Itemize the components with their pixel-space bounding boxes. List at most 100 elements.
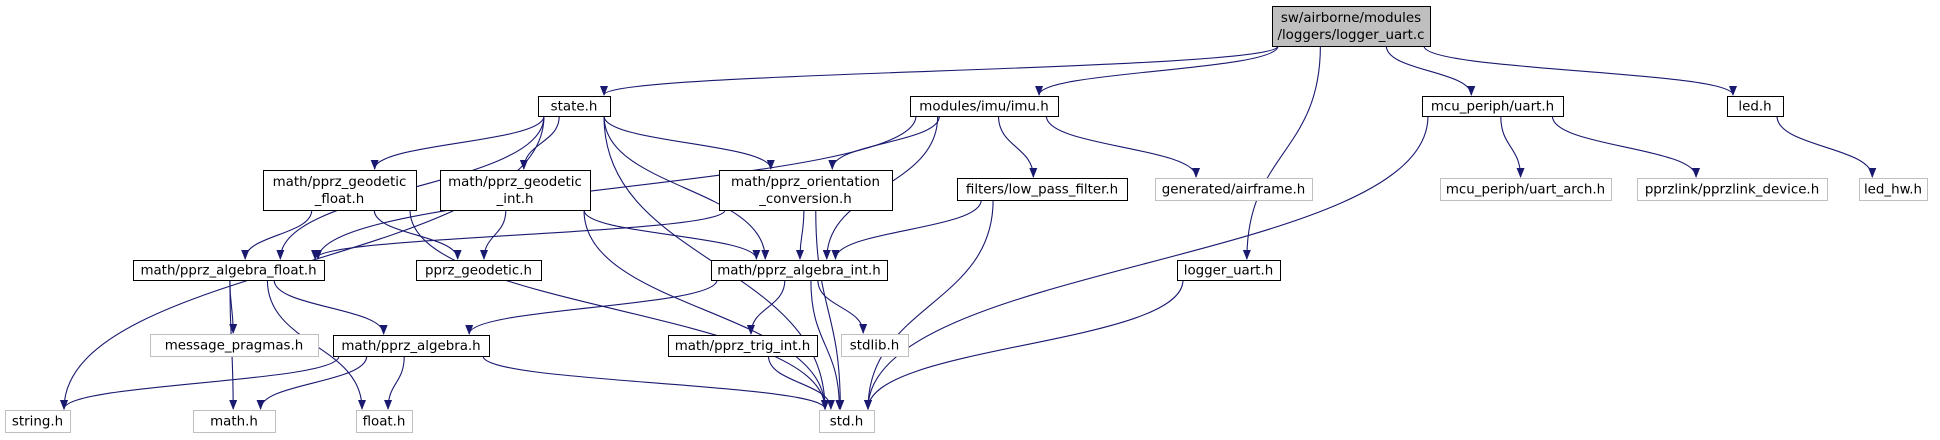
node-label: pprzlink/pprzlink_device.h (1645, 183, 1819, 198)
edge-geodetic-int-to-std (583, 209, 829, 410)
node-box (1727, 96, 1784, 117)
edge-algebra-int-to-stdlib (817, 279, 868, 334)
edge-algebra-int-to-trig-int (746, 279, 786, 335)
node-label: mcu_periph/uart.h (1431, 100, 1554, 115)
node-lowpass[interactable]: filters/low_pass_filter.h (957, 178, 1128, 201)
edge-algebra-to-std (482, 355, 829, 410)
node-orientation[interactable]: math/pprz_orientation _conversion.h (719, 170, 893, 211)
edge-state-to-algebra-int (603, 115, 770, 260)
node-label: led_hw.h (1864, 183, 1922, 198)
node-label: math/pprz_trig_int.h (675, 339, 811, 354)
node-label: _conversion.h (758, 192, 852, 207)
node-algebra-float[interactable]: math/pprz_algebra_float.h (133, 260, 325, 281)
node-geodetic[interactable]: pprz_geodetic.h (416, 260, 542, 281)
node-label: float.h (363, 415, 406, 430)
node-std: std.h (819, 410, 875, 433)
node-geodetic-int[interactable]: math/pprz_geodetic_int.h (440, 170, 591, 211)
node-label: message_pragmas.h (165, 339, 304, 354)
edge-algebra-int-to-std (810, 279, 844, 410)
edge-algebra-int-to-algebra (465, 279, 718, 335)
edge-lowpass-to-std (864, 199, 994, 410)
node-label: mcu_periph/uart_arch.h (1446, 183, 1605, 198)
node-box (910, 96, 1059, 117)
edge-lowpass-to-algebra-int (831, 199, 982, 260)
node-box (5, 410, 71, 433)
node-pprzlink-device: pprzlink/pprzlink_device.h (1637, 178, 1828, 201)
node-box (440, 170, 591, 211)
node-imu[interactable]: modules/imu/imu.h (910, 96, 1059, 117)
node-label: logger_uart.h (1184, 264, 1274, 279)
edge-state-to-orientation (603, 115, 775, 170)
node-box (1422, 96, 1564, 117)
node-box (819, 410, 875, 433)
edge-root-to-uart (1385, 45, 1476, 96)
edge-uart-to-std (864, 115, 1429, 410)
node-airframe: generated/airframe.h (1155, 178, 1313, 201)
node-label: modules/imu/imu.h (919, 100, 1048, 115)
node-geodetic-float[interactable]: math/pprz_geodetic_float.h (263, 170, 417, 211)
edge-orientation-to-algebra-float (311, 209, 726, 260)
node-label: pprz_geodetic.h (425, 264, 532, 279)
edge-geodetic-float-to-geodetic (373, 209, 462, 260)
node-box (1177, 260, 1281, 281)
edge-root-to-state (600, 45, 1279, 96)
node-state[interactable]: state.h (538, 96, 611, 117)
node-label: generated/airframe.h (1162, 183, 1306, 198)
edge-imu-to-lowpass (997, 115, 1038, 178)
node-label: math/pprz_algebra_int.h (717, 264, 881, 279)
node-algebra-int[interactable]: math/pprz_algebra_int.h (711, 260, 888, 281)
node-label: /loggers/logger_uart.c (1277, 28, 1424, 43)
node-label: math/pprz_geodetic (448, 175, 582, 190)
node-box (356, 410, 413, 433)
node-box (1272, 6, 1431, 47)
node-box (193, 410, 276, 433)
node-box (957, 178, 1128, 201)
edge-geodetic-float-to-algebra-float (241, 209, 313, 260)
node-math: math.h (193, 410, 276, 433)
edge-state-to-geodetic-int (519, 115, 560, 170)
node-box (711, 260, 888, 281)
node-label: std.h (830, 415, 863, 430)
node-box (1155, 178, 1313, 201)
node-string: string.h (5, 410, 71, 433)
node-box (333, 335, 490, 357)
edge-uart-to-uart-arch (1500, 115, 1525, 178)
node-trig-int[interactable]: math/pprz_trig_int.h (668, 335, 818, 357)
node-label: math/pprz_algebra.h (341, 339, 480, 354)
edge-state-to-geodetic-float (370, 115, 545, 170)
node-box (538, 96, 611, 117)
node-label: string.h (12, 415, 63, 430)
edge-imu-to-airframe (1045, 115, 1201, 178)
edge-root-to-imu (1035, 45, 1279, 96)
node-led-hw: led_hw.h (1859, 178, 1928, 201)
node-uart-arch: mcu_periph/uart_arch.h (1440, 178, 1612, 201)
node-box (668, 335, 818, 357)
node-box (841, 334, 909, 357)
node-logger-uart[interactable]: logger_uart.h (1177, 260, 1281, 281)
node-root[interactable]: sw/airborne/modules/loggers/logger_uart.… (1272, 6, 1431, 47)
node-label: state.h (551, 100, 598, 115)
edge-imu-to-orientation (828, 115, 940, 170)
edge-algebra-to-string (60, 355, 340, 410)
node-label: math/pprz_orientation (731, 175, 880, 190)
edge-geodetic-int-to-algebra-int (583, 209, 761, 260)
node-led[interactable]: led.h (1727, 96, 1784, 117)
node-float: float.h (356, 410, 413, 433)
node-label: sw/airborne/modules (1281, 11, 1421, 26)
node-stdlib: stdlib.h (841, 334, 909, 357)
edge-algebra-to-math (256, 355, 368, 410)
edge-root-to-led (1423, 45, 1737, 96)
edge-led-to-led-hw (1776, 115, 1877, 178)
node-label: math.h (210, 415, 258, 430)
edge-algebra-to-float (384, 355, 405, 410)
node-uart[interactable]: mcu_periph/uart.h (1422, 96, 1564, 117)
edge-trig-int-to-std (767, 355, 835, 410)
node-box (263, 170, 417, 211)
node-box (1859, 178, 1928, 201)
node-message-pragmas: message_pragmas.h (150, 334, 319, 357)
node-algebra[interactable]: math/pprz_algebra.h (333, 335, 490, 357)
edge-imu-to-algebra-float (314, 115, 917, 260)
node-box (1637, 178, 1828, 201)
edge-orientation-to-std (815, 209, 845, 410)
